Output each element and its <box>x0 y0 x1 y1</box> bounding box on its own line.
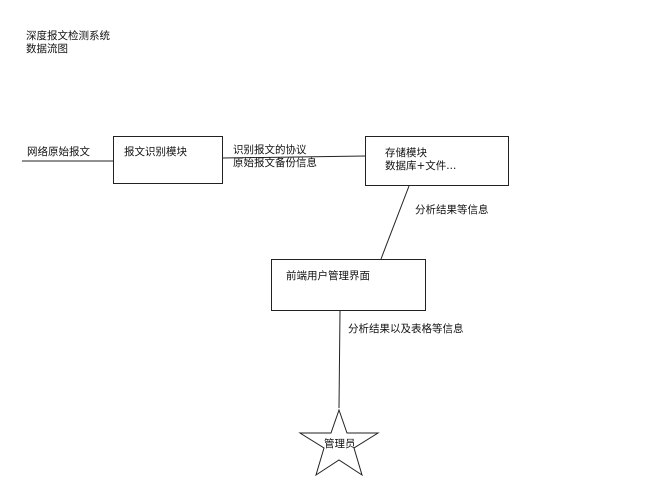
storage-frontend-line <box>380 185 410 260</box>
flow-protocol-label: 识别报文的协议 <box>233 144 307 156</box>
frontend-ui-label: 前端用户管理界面 <box>286 270 370 282</box>
recognition-storage-line <box>222 155 366 159</box>
flow-backup-label: 原始报文备份信息 <box>233 157 317 169</box>
frontend-ui-box: 前端用户管理界面 <box>271 259 426 311</box>
admin-label: 管理员 <box>324 438 356 450</box>
flow-analysis-table-label: 分析结果以及表格等信息 <box>348 323 464 335</box>
storage-module-box: 存储模块 数据库+文件... <box>365 136 509 186</box>
storage-module-label: 存储模块 <box>385 147 427 159</box>
recognition-module-box: 报文识别模块 <box>113 136 223 184</box>
recognition-module-label: 报文识别模块 <box>124 146 187 158</box>
input-flow-label: 网络原始报文 <box>27 146 90 158</box>
diagram-title-line2: 数据流图 <box>26 43 68 55</box>
admin-star-shape <box>298 408 380 477</box>
frontend-admin-line <box>338 310 341 409</box>
storage-module-sublabel: 数据库+文件... <box>385 160 457 172</box>
flow-analysis-label: 分析结果等信息 <box>415 204 489 216</box>
diagram-title-line1: 深度报文检测系统 <box>26 30 110 42</box>
